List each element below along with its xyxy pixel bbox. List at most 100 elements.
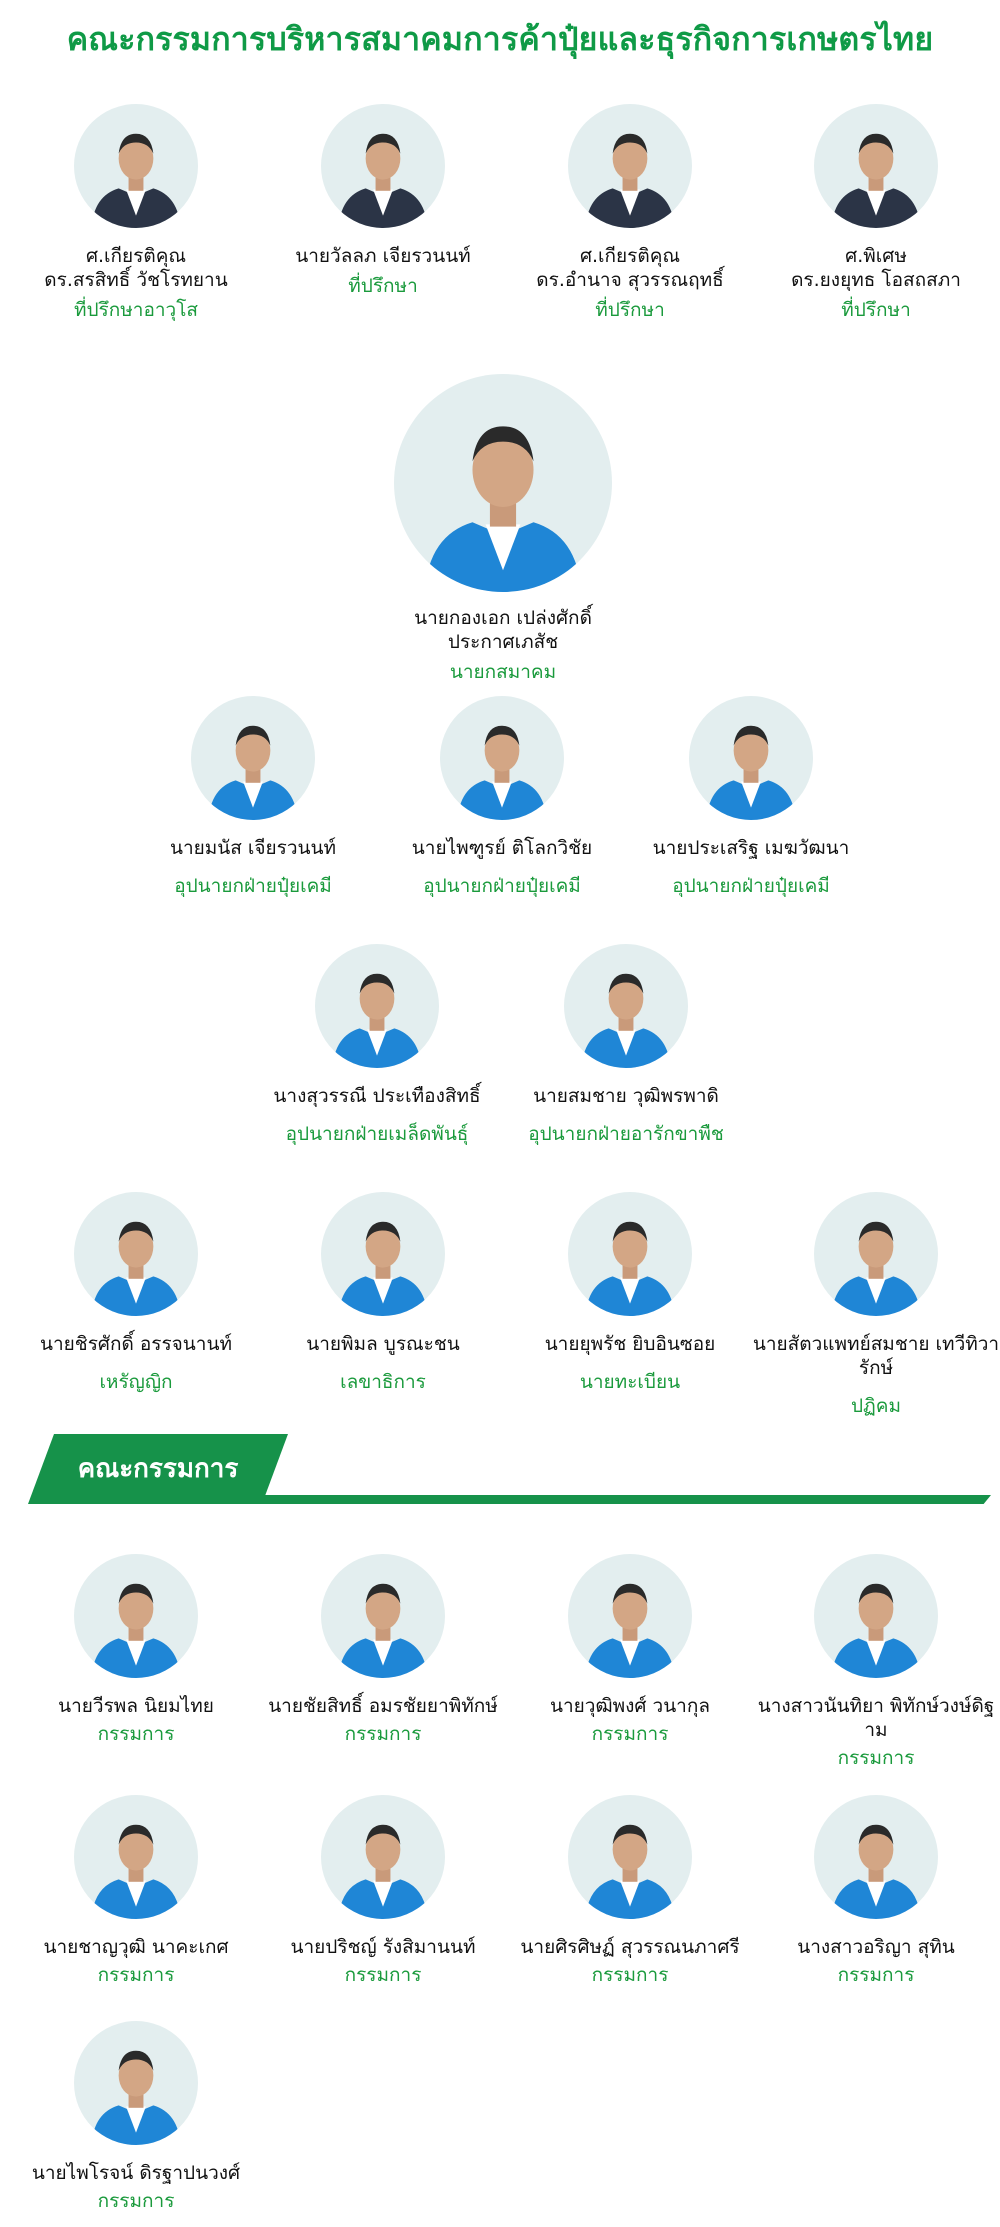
- member-name: ศ.เกียรติคุณ ดร.อำนาจ สุวรรณฤทธิ์: [536, 245, 724, 291]
- member-card: นางสุวรรณี ประเทืองสิทธิ์ อุปนายกฝ่ายเมล…: [252, 944, 502, 1146]
- head-shape: [118, 2054, 154, 2097]
- member-card: นายยุพรัช ยิบอินซอย นายทะเบียน: [505, 1192, 755, 1394]
- portrait-illustration: [585, 133, 675, 228]
- portrait-illustration: [581, 973, 671, 1068]
- member-name: นายกองเอก เปล่งศักดิ์ ประกาศเภสัช: [414, 607, 592, 653]
- member-role: ที่ปรึกษา: [595, 299, 665, 321]
- hair-shape: [118, 1221, 154, 1242]
- hair-shape: [118, 2050, 154, 2071]
- head-shape: [608, 977, 644, 1020]
- shirt-shape: [620, 189, 640, 216]
- neck-shape: [128, 1625, 144, 1641]
- head-shape: [612, 1587, 648, 1630]
- portrait-illustration: [585, 1583, 675, 1678]
- hair-shape: [858, 1824, 894, 1845]
- shirt-shape: [373, 1639, 393, 1666]
- member-role: อุปนายกฝ่ายเมล็ดพันธุ์: [285, 1123, 469, 1145]
- member-role: กรรมการ: [837, 1747, 915, 1769]
- member-name: ศ.พิเศษ ดร.ยงยุทธ โอสถสภา: [791, 245, 961, 291]
- neck-shape: [618, 1015, 634, 1031]
- portrait-illustration: [585, 1221, 675, 1316]
- shirt-shape: [866, 189, 886, 216]
- member-name: นายวีรพล นิยมไทย: [58, 1695, 214, 1717]
- portrait-photo: [321, 104, 445, 228]
- portrait-illustration: [91, 2050, 181, 2145]
- portrait-illustration: [338, 1221, 428, 1316]
- hair-shape: [118, 1824, 154, 1845]
- portrait-illustration: [424, 426, 582, 592]
- hair-shape: [858, 1221, 894, 1242]
- member-role: ปฏิคม: [850, 1395, 902, 1417]
- head-shape: [118, 137, 154, 180]
- portrait-photo: [394, 374, 612, 592]
- neck-shape: [369, 1015, 385, 1031]
- neck-shape: [622, 1263, 638, 1279]
- member-name: นายปริชญ์ รังสิมานนท์: [290, 1936, 476, 1958]
- banner-underline: [256, 1495, 991, 1504]
- head-shape: [118, 1225, 154, 1268]
- portrait-illustration: [91, 133, 181, 228]
- member-name: นายประเสริฐ เมฆวัฒนา: [652, 837, 850, 859]
- portrait-illustration: [831, 1824, 921, 1919]
- neck-shape: [868, 175, 884, 191]
- shirt-shape: [373, 1277, 393, 1304]
- member-card: ศ.เกียรติคุณ ดร.อำนาจ สุวรรณฤทธิ์ ที่ปรึ…: [505, 104, 755, 322]
- hair-shape: [858, 1583, 894, 1604]
- neck-shape: [375, 1625, 391, 1641]
- member-card: นางสาวอริญา สุทิน กรรมการ: [751, 1795, 1000, 1987]
- shirt-shape: [620, 1880, 640, 1907]
- neck-shape: [622, 1625, 638, 1641]
- president-card: นายกองเอก เปล่งศักดิ์ ประกาศเภสัช นายกสม…: [378, 374, 628, 684]
- shirt-shape: [485, 524, 521, 571]
- neck-shape: [128, 175, 144, 191]
- member-name: นายชาญวุฒิ นาคะเกศ: [43, 1936, 229, 1958]
- shirt-shape: [126, 189, 146, 216]
- portrait-illustration: [338, 1583, 428, 1678]
- head-shape: [484, 729, 520, 772]
- banner-tab: [28, 1434, 288, 1504]
- member-role: นายทะเบียน: [579, 1371, 681, 1393]
- portrait-photo: [321, 1192, 445, 1316]
- hair-shape: [612, 133, 648, 154]
- member-name: ศ.เกียรติคุณ ดร.สรสิทธิ์ วัชโรทยาน: [44, 245, 228, 291]
- shirt-shape: [373, 189, 393, 216]
- shirt-shape: [616, 1029, 636, 1056]
- head-shape: [118, 1587, 154, 1630]
- member-name: นายศิรศิษฏ์ สุวรรณนภาศรี: [520, 1936, 740, 1958]
- member-name: นายวัลลภ เจียรวนนท์: [295, 245, 471, 267]
- portrait-photo: [74, 104, 198, 228]
- member-card: นายปริชญ์ รังสิมานนท์ กรรมการ: [258, 1795, 508, 1987]
- portrait-illustration: [91, 1824, 181, 1919]
- member-card: นายวุฒิพงศ์ วนากุล กรรมการ: [505, 1554, 755, 1746]
- member-card: นายชิรศักดิ์ อรรจนานท์ เหรัญญิก: [11, 1192, 261, 1394]
- member-name: นายชัยสิทธิ์ อมรชัยยาพิทักษ์: [268, 1695, 498, 1717]
- head-shape: [365, 137, 401, 180]
- shirt-shape: [866, 1880, 886, 1907]
- neck-shape: [868, 1866, 884, 1882]
- shirt-shape: [126, 1880, 146, 1907]
- portrait-illustration: [208, 725, 298, 820]
- member-name: นายสมชาย วุฒิพรพาดิ: [533, 1085, 719, 1107]
- hair-shape: [359, 973, 395, 994]
- head-shape: [235, 729, 271, 772]
- portrait-photo: [191, 696, 315, 820]
- neck-shape: [375, 1866, 391, 1882]
- hair-shape: [235, 725, 271, 746]
- neck-shape: [128, 2092, 144, 2108]
- member-role: กรรมการ: [97, 1723, 175, 1745]
- neck-shape: [743, 767, 759, 783]
- shirt-shape: [741, 781, 761, 808]
- portrait-illustration: [585, 1824, 675, 1919]
- portrait-illustration: [338, 1824, 428, 1919]
- portrait-illustration: [332, 973, 422, 1068]
- member-name: นางสาวอริญา สุทิน: [797, 1936, 955, 1958]
- portrait-illustration: [457, 725, 547, 820]
- shirt-shape: [866, 1277, 886, 1304]
- portrait-photo: [568, 1795, 692, 1919]
- committee-section-title: คณะกรรมการ: [77, 1454, 239, 1484]
- portrait-illustration: [91, 1221, 181, 1316]
- member-name: นายพิมล บูรณะชน: [306, 1333, 460, 1355]
- head-shape: [612, 137, 648, 180]
- portrait-photo: [74, 2021, 198, 2145]
- member-role: กรรมการ: [97, 2190, 175, 2212]
